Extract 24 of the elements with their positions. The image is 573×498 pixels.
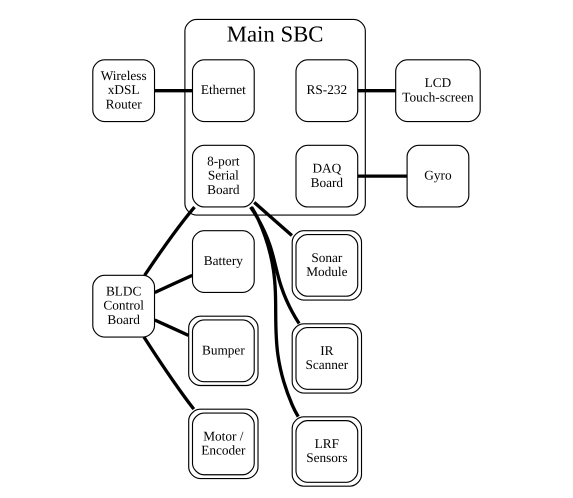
node-box: DAQ Board xyxy=(295,144,358,208)
node-box: Wireless xDSL Router xyxy=(92,59,156,122)
connector xyxy=(250,206,300,418)
node-box: LCD Touch-screen xyxy=(395,59,481,122)
node-box: 8-port Serial Board xyxy=(192,144,255,208)
connector xyxy=(249,206,300,324)
connector xyxy=(143,206,196,276)
node-box: Gyro xyxy=(406,144,470,208)
connector xyxy=(142,336,196,410)
connector xyxy=(154,89,192,92)
node-box: IR Scanner xyxy=(292,323,362,394)
connector xyxy=(358,89,396,92)
node-box: Ethernet xyxy=(192,59,255,122)
node-box: BLDC Control Board xyxy=(92,274,156,338)
node-box: Sonar Module xyxy=(292,230,362,301)
connector xyxy=(358,174,407,178)
connector xyxy=(253,201,293,237)
node-box: Battery xyxy=(192,230,255,293)
node-box: Motor / Encoder xyxy=(188,408,259,480)
connector xyxy=(154,274,193,294)
connector xyxy=(154,318,190,337)
node-box: Bumper xyxy=(188,316,259,386)
node-box: RS-232 xyxy=(295,59,358,122)
node-box: LRF Sensors xyxy=(292,416,362,487)
